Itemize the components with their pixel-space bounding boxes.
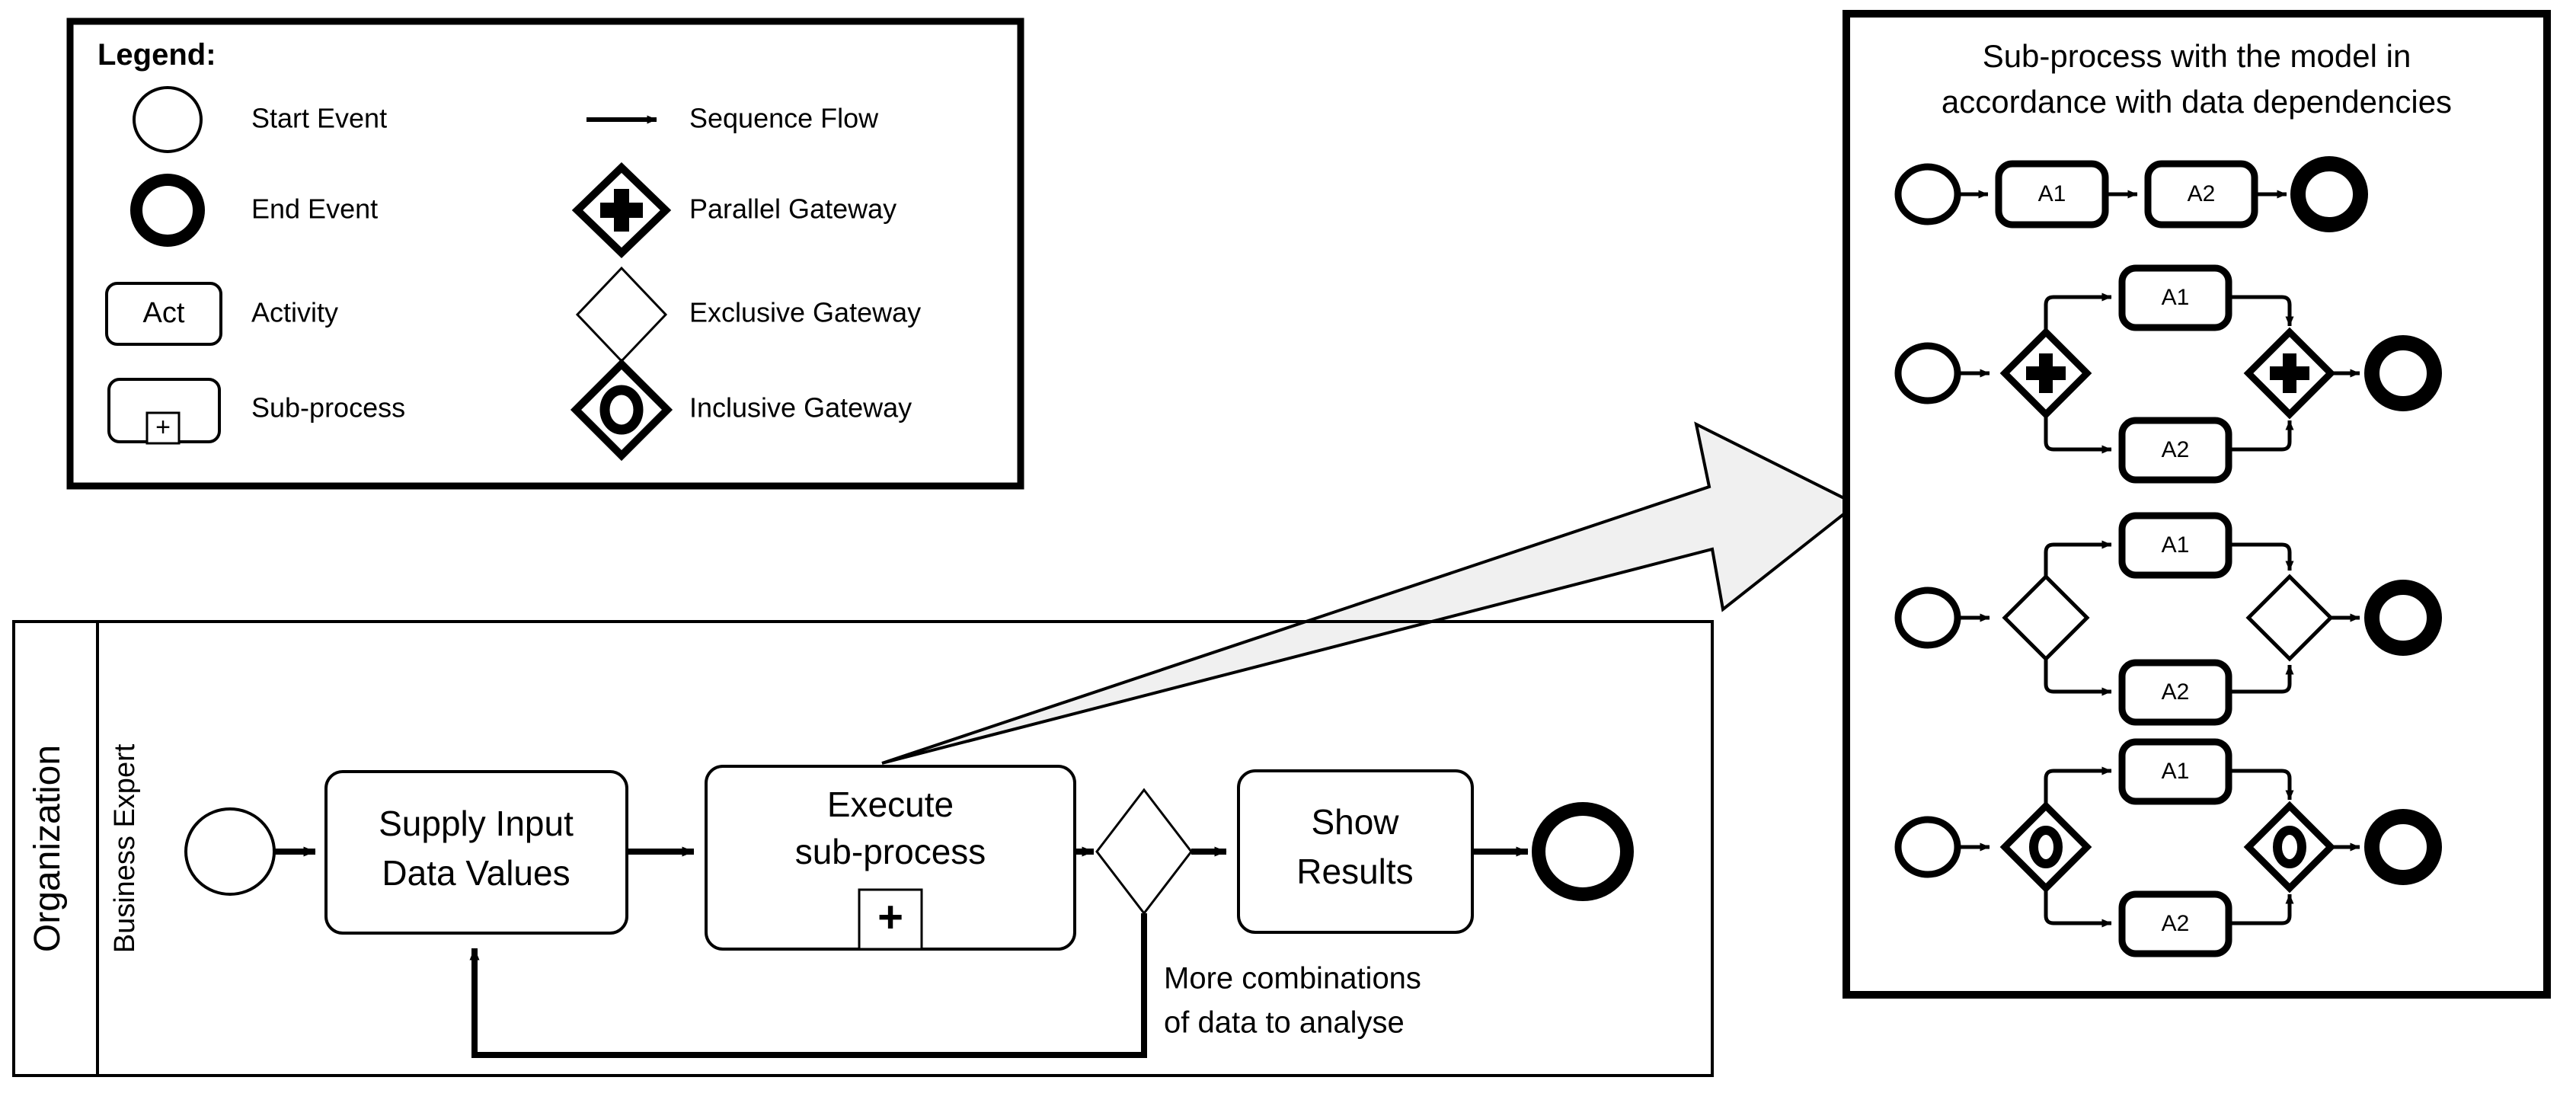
task1-label-line2: Data Values (382, 853, 570, 893)
task3-label-line1: Show (1311, 802, 1399, 842)
task1-label-line1: Supply Input (379, 804, 574, 843)
variant4-flow-split-top (2044, 766, 2112, 806)
process-end-event[interactable] (1532, 802, 1634, 901)
variant4-split-circle-marker (2029, 826, 2063, 868)
panel-title-line1: Sub-process with the model in (1983, 38, 2411, 74)
legend-label-activity: Activity (251, 297, 338, 328)
variant2-flow-split-bottom (2044, 414, 2112, 454)
legend-box (66, 18, 1024, 490)
inclusive-gateway-circle-marker (599, 385, 644, 435)
task2-label-line1: Execute (827, 785, 954, 824)
legend-label-sequence-flow: Sequence Flow (689, 103, 879, 134)
legend-label-end-event: End Event (251, 193, 378, 225)
variant4-join-circle-marker (2273, 826, 2306, 868)
variant4-a1-label: A1 (2162, 759, 2190, 784)
panel-title-line2: accordance with data dependencies (1942, 84, 2452, 120)
variant2-a2-label: A2 (2162, 437, 2190, 462)
sub-process-plus-marker: + (155, 413, 171, 442)
parallel-gateway-plus-marker (600, 189, 643, 232)
variant3-join-exclusive-gateway[interactable] (2245, 574, 2334, 662)
variant2-flow-join-top (2229, 295, 2294, 327)
variant-exclusive: A1 A2 (1894, 512, 2442, 726)
variant2-split-plus-marker (2026, 353, 2066, 393)
variant-parallel: A1 A2 (1894, 264, 2442, 484)
start-event-circle-icon (133, 86, 203, 153)
variant1-a1-label: A1 (2038, 181, 2066, 206)
variant2-flow-split-top (2044, 292, 2112, 332)
variant-inclusive: A1 A2 (1894, 738, 2442, 957)
variant3-flow-join-top (2229, 542, 2294, 571)
variant2-end-event[interactable] (2364, 335, 2442, 411)
variant3-flow-join-bottom (2229, 664, 2294, 694)
task-supply-input-data-values[interactable] (324, 770, 628, 935)
task2-plus-marker: + (877, 892, 903, 941)
variant2-flow-join-bottom (2229, 420, 2294, 452)
variant4-flow-join-bottom (2229, 893, 2294, 925)
variant3-start-event[interactable] (1894, 587, 1961, 649)
variant4-flow-join-top (2229, 769, 2294, 801)
variant2-a1-label: A1 (2162, 285, 2190, 310)
variant1-start-event[interactable] (1894, 163, 1961, 225)
end-event-circle-icon (130, 174, 205, 247)
variant-sequential: A1 A2 (1894, 156, 2368, 232)
variant2-join-plus-marker (2270, 353, 2309, 393)
pool-border (12, 620, 1714, 1077)
legend-label-parallel-gateway: Parallel Gateway (689, 193, 896, 225)
callout-block-arrow (881, 421, 1859, 765)
legend-label-sub-process: Sub-process (251, 392, 405, 424)
legend-label-inclusive-gateway: Inclusive Gateway (689, 392, 912, 424)
variant1-end-event[interactable] (2290, 156, 2368, 232)
variant3-a1-label: A1 (2162, 532, 2190, 558)
variant4-flow-split-bottom (2044, 888, 2112, 928)
variant3-a2-label: A2 (2162, 679, 2190, 705)
activity-rounded-box-icon (105, 282, 222, 346)
variant3-flow-split-bottom (2044, 659, 2112, 696)
variant3-end-event[interactable] (2364, 580, 2442, 656)
legend-label-start-event: Start Event (251, 103, 387, 134)
process-exclusive-gateway[interactable] (1095, 788, 1193, 916)
loop-label-line1: More combinations (1164, 962, 1421, 996)
legend-label-exclusive-gateway: Exclusive Gateway (689, 297, 921, 328)
variant4-end-event[interactable] (2364, 809, 2442, 885)
sub-process-marker-box (145, 411, 181, 445)
pool-organization-label: Organization (27, 745, 68, 952)
task2-label-line2: sub-process (795, 832, 986, 871)
task3-label-line2: Results (1296, 852, 1413, 891)
legend-title: Legend: (97, 38, 216, 72)
pool-lane-label: Business Expert (109, 743, 141, 953)
loop-label-line2: of data to analyse (1164, 1006, 1405, 1040)
process-start-event[interactable] (184, 807, 276, 896)
variant3-flow-split-top (2044, 540, 2112, 577)
variant4-a2-label: A2 (2162, 911, 2190, 936)
flow-loop-back-to-task1 (469, 913, 1147, 1058)
variant4-start-event[interactable] (1894, 816, 1961, 878)
variant1-a2-label: A2 (2188, 181, 2216, 206)
task2-sub-process-marker-box (858, 888, 923, 951)
variant2-start-event[interactable] (1894, 342, 1961, 404)
legend-activity-inner-text: Act (143, 297, 185, 329)
